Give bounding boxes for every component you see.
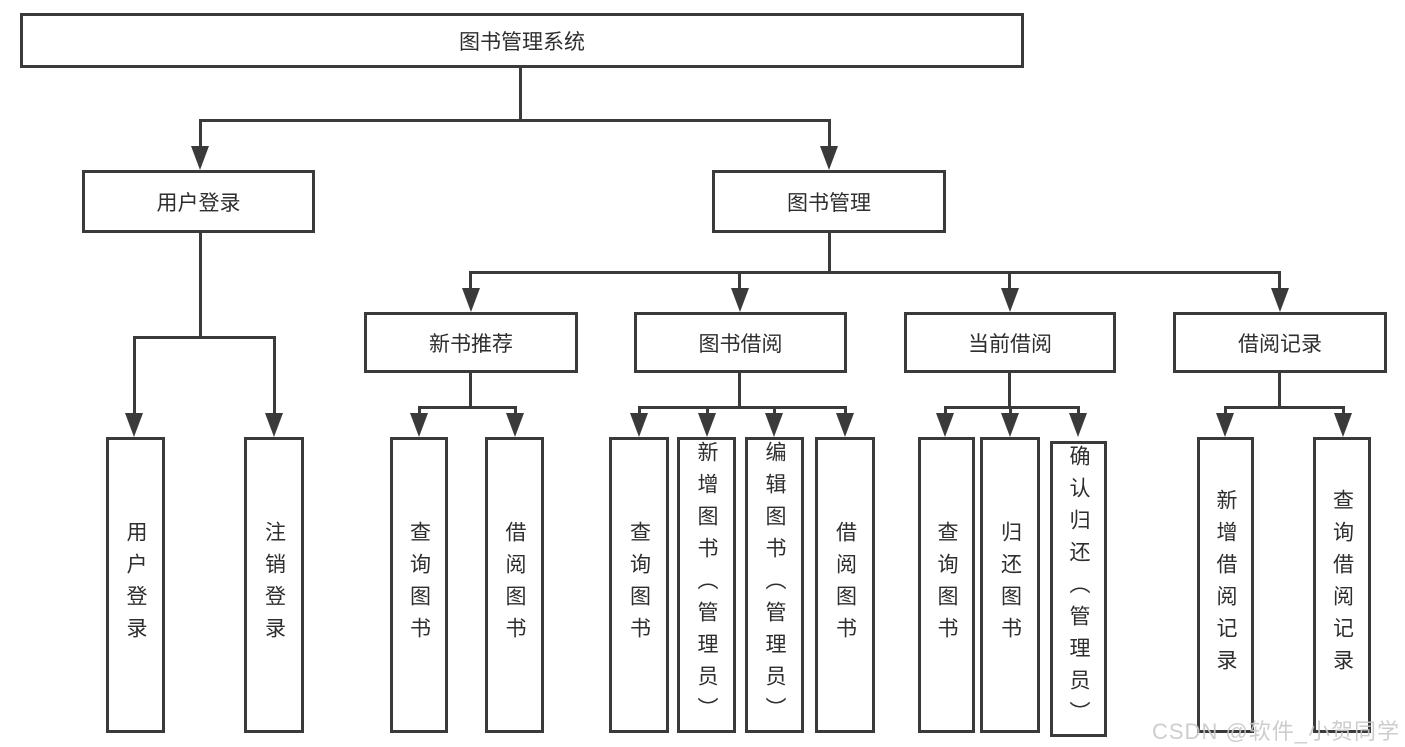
leaf-logout: 注销登录 (244, 437, 304, 733)
leaf-add-books-admin: 新增图书（管理员） (677, 437, 736, 733)
leaf-query-borrow-record-label: 查询借阅记录 (1330, 489, 1354, 681)
node-root-label: 图书管理系统 (459, 30, 585, 54)
node-new-book-recommend-label: 新书推荐 (429, 332, 513, 356)
arrowhead-leaf-confirm-return (1069, 413, 1087, 437)
connector-leaf-stem (1342, 406, 1345, 413)
leaf-borrow-books-label: 借阅图书 (833, 521, 857, 649)
node-root: 图书管理系统 (20, 13, 1024, 68)
arrowhead-leaf-query-current (936, 413, 954, 437)
connector-current-down (1008, 371, 1011, 406)
connector-leaf-stem (706, 406, 709, 413)
node-user-login: 用户登录 (82, 170, 315, 233)
node-new-book-recommend: 新书推荐 (364, 312, 578, 373)
leaf-query-books-borrow: 查询图书 (609, 437, 669, 733)
connector-leaf-logout-stem (273, 336, 276, 413)
arrowhead-borrow (731, 288, 749, 312)
arrowhead-leaf-query-recommend (410, 413, 428, 437)
connector-user-login-down (199, 232, 202, 336)
leaf-user-login: 用户登录 (106, 437, 165, 733)
leaf-query-books-borrow-label: 查询图书 (627, 521, 651, 649)
connector-borrow-down (738, 371, 741, 406)
node-book-borrow-label: 图书借阅 (698, 332, 783, 356)
node-book-management: 图书管理 (712, 170, 946, 233)
arrowhead-records (1271, 288, 1289, 312)
arrowhead-leaf-edit-books (765, 413, 783, 437)
leaf-add-borrow-record: 新增借阅记录 (1197, 437, 1254, 733)
connector-level3-hline (470, 271, 1281, 274)
node-borrow-records: 借阅记录 (1173, 312, 1387, 373)
connector-current-stem (1008, 271, 1011, 288)
leaf-borrow-books-recommend-label: 借阅图书 (503, 521, 526, 649)
arrowhead-user-login (191, 146, 209, 170)
leaf-user-login-label: 用户登录 (124, 521, 147, 649)
leaf-query-books-recommend-label: 查询图书 (407, 521, 431, 649)
connector-leaf-login-stem (133, 336, 136, 413)
node-user-login-label: 用户登录 (156, 191, 241, 215)
arrowhead-leaf-return (1001, 413, 1019, 437)
leaf-add-borrow-record-label: 新增借阅记录 (1214, 489, 1237, 681)
leaf-borrow-books: 借阅图书 (815, 437, 875, 733)
connector-level2-hline (199, 119, 831, 122)
node-current-borrow: 当前借阅 (904, 312, 1116, 373)
connector-root-stub (519, 67, 522, 122)
connector-leaf-stem (1009, 406, 1012, 413)
node-borrow-records-label: 借阅记录 (1238, 332, 1322, 356)
leaf-query-books-current: 查询图书 (918, 437, 975, 733)
leaf-edit-books-admin-label: 编辑图书（管理员） (763, 441, 786, 729)
leaf-borrow-books-recommend: 借阅图书 (485, 437, 544, 733)
leaf-query-books-recommend: 查询图书 (390, 437, 448, 733)
leaf-return-books: 归还图书 (980, 437, 1040, 733)
arrowhead-current (1001, 288, 1019, 312)
connector-leaf-stem (1224, 406, 1227, 413)
connector-recommend-hline (418, 406, 517, 409)
connector-recommend-stem (469, 271, 472, 288)
leaf-edit-books-admin: 编辑图书（管理员） (745, 437, 804, 733)
connector-leaf-stem (944, 406, 947, 413)
arrowhead-leaf-query-borrow (630, 413, 648, 437)
leaf-query-borrow-record: 查询借阅记录 (1313, 437, 1371, 733)
connector-leaf-stem (773, 406, 776, 413)
node-book-borrow: 图书借阅 (634, 312, 847, 373)
connector-leaf-stem (638, 406, 641, 413)
leaf-query-books-current-label: 查询图书 (935, 521, 958, 649)
arrowhead-leaf-logout (265, 413, 283, 437)
node-current-borrow-label: 当前借阅 (968, 332, 1052, 356)
connector-book-management-down (828, 232, 831, 273)
leaf-return-books-label: 归还图书 (998, 521, 1022, 649)
connector-borrow-stem (738, 271, 741, 288)
connector-records-stem (1278, 271, 1281, 288)
leaf-add-books-admin-label: 新增图书（管理员） (695, 441, 718, 729)
arrowhead-book-management (820, 146, 838, 170)
connector-leaf-stem (1077, 406, 1080, 413)
connector-leaf-stem (418, 406, 421, 413)
connector-leaf-stem (844, 406, 847, 413)
csdn-watermark: CSDN @软件_小贺同学 (1152, 719, 1401, 744)
arrowhead-leaf-add-books (698, 413, 716, 437)
connector-recommend-down (469, 371, 472, 406)
arrowhead-leaf-borrow-recommend (506, 413, 524, 437)
arrowhead-leaf-borrow-books (836, 413, 854, 437)
connector-leaf-stem (514, 406, 517, 413)
connector-borrow-hline (638, 406, 846, 409)
node-book-management-label: 图书管理 (787, 191, 871, 215)
connector-records-down (1278, 371, 1281, 406)
arrowhead-leaf-add-record (1216, 413, 1234, 437)
connector-user-login-stem (199, 119, 202, 146)
arrowhead-recommend (462, 288, 480, 312)
leaf-confirm-return-admin: 确认归还（管理员） (1050, 441, 1107, 737)
connector-login-group-hline (133, 336, 276, 339)
leaf-logout-label: 注销登录 (262, 521, 286, 649)
arrowhead-leaf-login (125, 413, 143, 437)
arrowhead-leaf-query-record (1334, 413, 1352, 437)
connector-book-management-stem (828, 119, 831, 146)
leaf-confirm-return-admin-label: 确认归还（管理员） (1067, 445, 1090, 733)
connector-records-hline (1224, 406, 1344, 409)
